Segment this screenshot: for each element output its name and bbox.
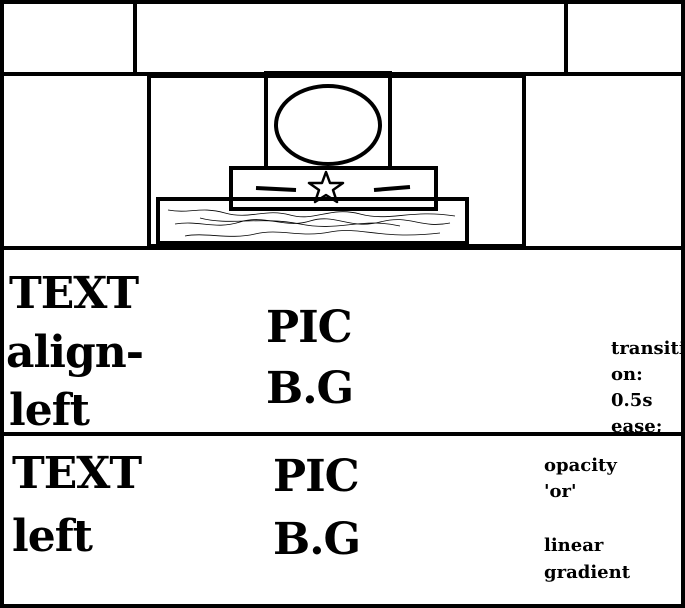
row1-note-line-2: on: xyxy=(611,364,643,385)
row1-note-line-1: transiti xyxy=(611,338,683,359)
row1-note-line-4: ease; xyxy=(611,416,663,432)
row1-text-line-1: TEXT xyxy=(9,268,139,319)
row1-pic-line-1: PIC xyxy=(266,302,353,353)
base-plate xyxy=(156,197,469,245)
row2-note-line-4: gradient xyxy=(544,562,631,583)
star-icon xyxy=(307,170,345,204)
row1-pic-line-2: B.G xyxy=(266,363,354,414)
row2-pic-line-1: PIC xyxy=(273,451,360,502)
row2-note-line-1: opacity xyxy=(544,455,617,476)
row2-note-line-2: 'or' xyxy=(544,481,577,502)
row2-text-line-2: left xyxy=(12,511,93,562)
row1-note-line-3: 0.5s xyxy=(611,390,653,411)
scribble-texture xyxy=(167,209,456,237)
row2-text-line-1: TEXT xyxy=(12,448,142,499)
row2-note-line-3: linear xyxy=(544,535,604,556)
circle-shape xyxy=(274,84,382,166)
nav-dash-right xyxy=(373,185,411,192)
row1-text-line-2: align- xyxy=(6,327,144,378)
nav-dash-left xyxy=(255,186,297,192)
hero-center-box xyxy=(147,74,526,248)
row1-text-line-3: left xyxy=(9,385,90,436)
row1-note-block: transiti on: 0.5s ease; xyxy=(611,337,683,432)
row2-pic-line-2: B.G xyxy=(273,514,361,565)
